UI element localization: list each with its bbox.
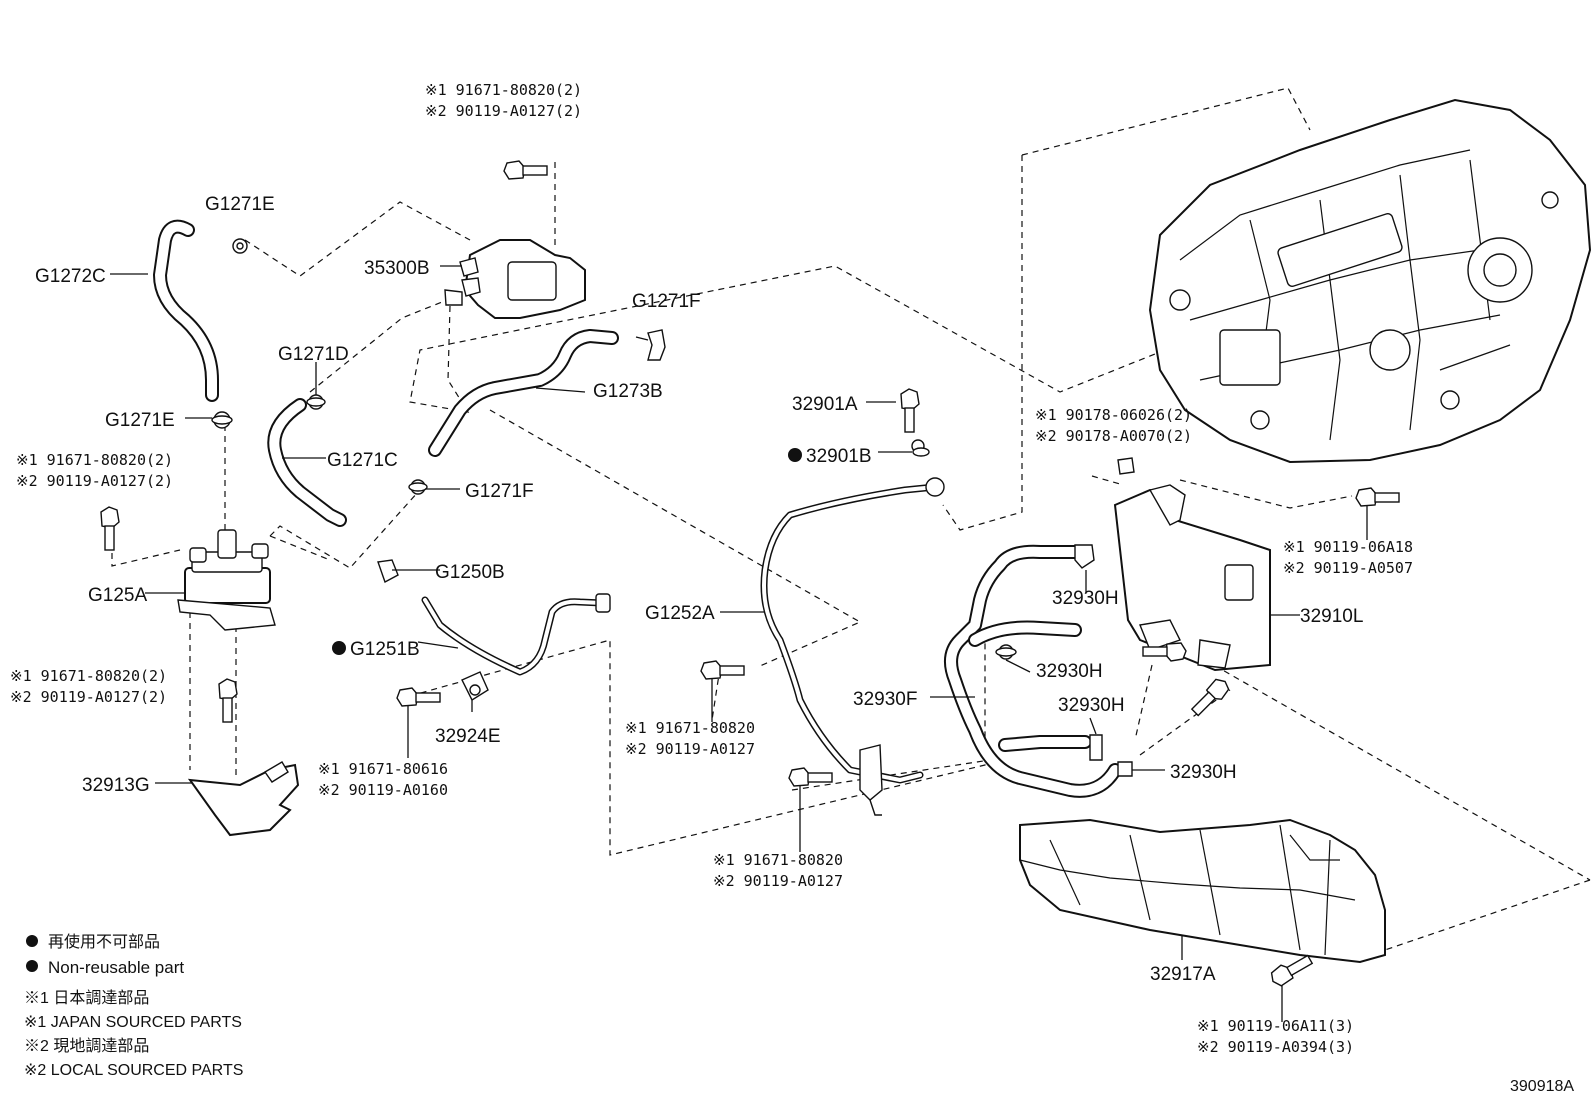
label-32930h: 32930H: [1052, 588, 1119, 609]
label-32917a: 32917A: [1150, 964, 1216, 985]
fastener-note: ※1 91671-80820: [625, 719, 755, 737]
legend-local-en: ※2 LOCAL SOURCED PARTS: [24, 1062, 243, 1079]
bolt: [396, 687, 441, 707]
fastener-note: ※1 91671-80820(2): [16, 451, 173, 469]
fastener-note: ※1 91671-80820(2): [425, 81, 582, 99]
label-32930h: 32930H: [1058, 695, 1125, 716]
label-32901a: 32901A: [792, 394, 858, 415]
legend-local-jp: ※2 現地調達部品: [24, 1037, 149, 1055]
legend-japan-jp: ※1 日本調達部品: [24, 989, 149, 1007]
label-g1272c: G1272C: [35, 266, 106, 287]
label-32930f: 32930F: [853, 689, 917, 710]
fastener-note: ※1 91671-80820: [713, 851, 843, 869]
bolt: [1270, 954, 1314, 987]
hoses: [153, 219, 1122, 798]
nonreusable-marker: [26, 960, 38, 972]
clamps: [211, 238, 1135, 777]
label-g125a: G125A: [88, 585, 147, 606]
label-g1271e: G1271E: [205, 194, 275, 215]
label-g1271e: G1271E: [105, 410, 175, 431]
fastener-note: ※1 90119-06A11(3): [1197, 1017, 1354, 1035]
label-g1252a: G1252A: [645, 603, 715, 624]
fastener-note: ※2 90119-A0127(2): [425, 102, 582, 120]
fastener-note: ※2 90119-A0127(2): [16, 472, 173, 490]
label-g1271d: G1271D: [278, 344, 349, 365]
legend: 再使用不可部品 Non-reusable part ※1 日本調達部品 ※1 J…: [24, 933, 243, 1079]
fastener-note: ※2 90119-A0127(2): [10, 688, 167, 706]
bolt: [700, 660, 745, 680]
bolt: [100, 506, 120, 551]
bolts: [100, 160, 1400, 987]
label-32910l: 32910L: [1300, 606, 1363, 627]
fastener-note: ※2 90119-A0127: [625, 740, 755, 758]
nonreusable-marker: [26, 935, 38, 947]
label-g1271f: G1271F: [465, 481, 534, 502]
label-g1250b: G1250B: [435, 562, 505, 583]
label-35300b: 35300B: [364, 258, 430, 279]
fastener-note: ※1 90178-06026(2): [1035, 406, 1192, 424]
bolt: [218, 678, 238, 723]
fastener-note: ※1 91671-80616: [318, 760, 448, 778]
part-labels: ※1 91671-80820(2) ※2 90119-A0127(2) G127…: [10, 81, 1413, 1056]
label-32924e: 32924E: [435, 726, 501, 747]
label-g1271f: G1271F: [632, 291, 701, 312]
label-g1251b: G1251B: [350, 639, 420, 660]
fastener-note: ※2 90119-A0507: [1283, 559, 1413, 577]
fastener-note: ※1 91671-80820(2): [10, 667, 167, 685]
label-32901b: 32901B: [806, 446, 872, 467]
label-32930h: 32930H: [1170, 762, 1237, 783]
fastener-note: ※2 90178-A0070(2): [1035, 427, 1192, 445]
fastener-note: ※1 90119-06A18: [1283, 538, 1413, 556]
nonreusable-marker: [788, 448, 802, 462]
fastener-note: ※2 90119-A0160: [318, 781, 448, 799]
legend-nonreusable-en: Non-reusable part: [48, 958, 184, 977]
bolt: [900, 388, 920, 433]
bolt: [1190, 678, 1230, 717]
transmission-assembly: [1148, 98, 1592, 464]
bolt: [788, 767, 833, 787]
diagram-code: 390918A: [1510, 1078, 1574, 1095]
bolt: [503, 160, 548, 180]
bolt: [1142, 642, 1187, 662]
label-32930h: 32930H: [1036, 661, 1103, 682]
nonreusable-marker: [332, 641, 346, 655]
fastener-note: ※2 90119-A0394(3): [1197, 1038, 1354, 1056]
bolt: [1355, 487, 1400, 507]
fastener-note: ※2 90119-A0127: [713, 872, 843, 890]
leader-lines: [110, 265, 1368, 1022]
components: [177, 239, 1386, 964]
legend-nonreusable-jp: 再使用不可部品: [48, 933, 160, 951]
label-g1271c: G1271C: [327, 450, 398, 471]
dashed-reference-lines: [111, 87, 1591, 951]
label-g1273b: G1273B: [593, 381, 663, 402]
label-32913g: 32913G: [82, 775, 150, 796]
legend-japan-en: ※1 JAPAN SOURCED PARTS: [24, 1014, 242, 1031]
